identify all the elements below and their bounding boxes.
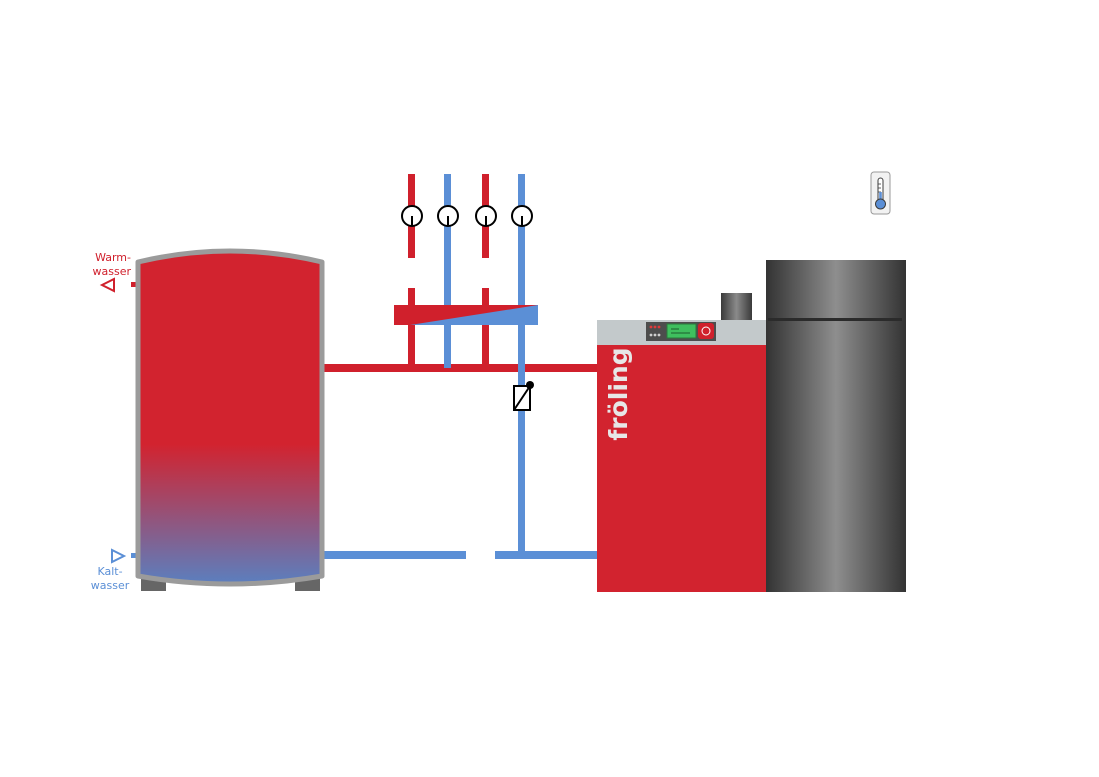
cold-water-arrow-icon bbox=[111, 548, 127, 564]
pump-group bbox=[401, 205, 533, 227]
control-knob bbox=[698, 323, 714, 339]
hopper-body bbox=[766, 260, 906, 592]
cold-return-pipe-right bbox=[495, 551, 598, 559]
pellet-hopper bbox=[766, 260, 906, 592]
thermometer-icon bbox=[870, 171, 891, 215]
warm-water-label-line2: wasser bbox=[93, 265, 132, 278]
pump-icon bbox=[437, 205, 459, 227]
circuit-2-hot-pipe-lower bbox=[482, 288, 489, 368]
flue-pipe bbox=[721, 293, 752, 320]
control-display-screen bbox=[666, 323, 697, 339]
warm-water-indicator: Warm- wasser bbox=[93, 251, 132, 293]
tank-body bbox=[135, 248, 325, 587]
pump-icon bbox=[511, 205, 533, 227]
pump-icon bbox=[401, 205, 423, 227]
boiler-body bbox=[597, 345, 766, 592]
cold-water-indicator: Kalt- wasser bbox=[91, 548, 130, 592]
hydraulic-distributor bbox=[394, 305, 538, 325]
circuit-2-cold-pipe bbox=[518, 174, 525, 555]
cold-water-label-line1: Kalt- bbox=[97, 565, 122, 578]
boiler: fröling bbox=[597, 293, 766, 592]
boiler-control-panel bbox=[646, 322, 716, 341]
boiler-brand-logo: fröling bbox=[604, 347, 633, 440]
cold-water-label-line2: wasser bbox=[91, 579, 130, 592]
pump-icon bbox=[475, 205, 497, 227]
hopper-lid-seam bbox=[768, 318, 902, 321]
warm-water-label-line1: Warm- bbox=[95, 251, 131, 264]
circuit-1-cold-pipe bbox=[444, 174, 451, 368]
circuit-1-hot-pipe-lower bbox=[408, 288, 415, 368]
valve-icon bbox=[513, 381, 534, 411]
warm-water-arrow-icon bbox=[99, 277, 115, 293]
hot-flow-pipe bbox=[322, 364, 598, 372]
cold-return-pipe-left bbox=[322, 551, 466, 559]
storage-tank bbox=[135, 248, 325, 591]
